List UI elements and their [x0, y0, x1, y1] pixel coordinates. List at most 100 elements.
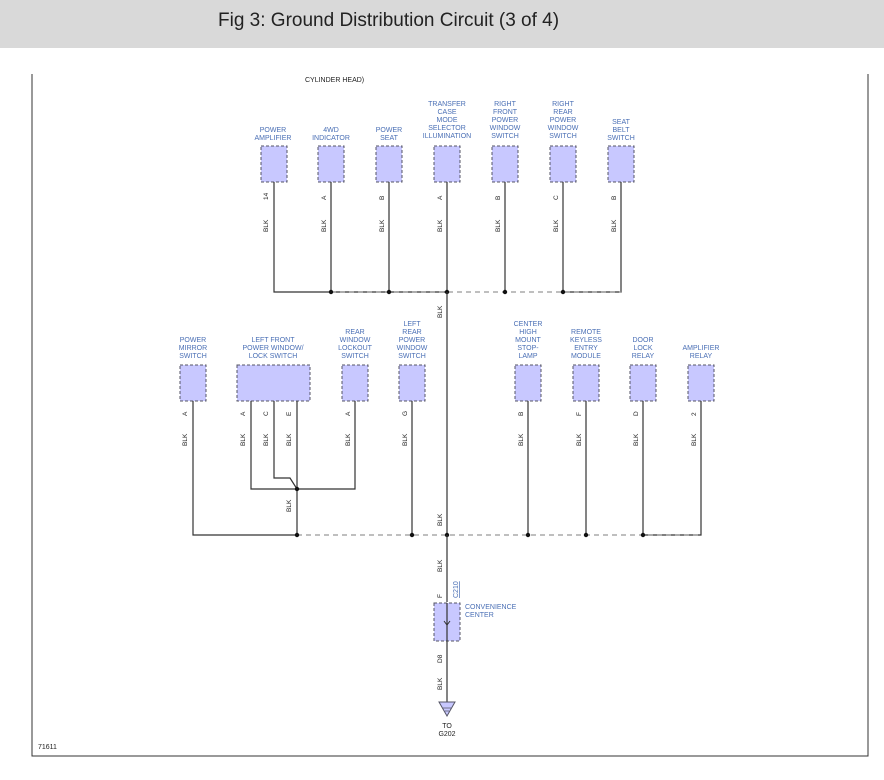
wire: [250, 401, 297, 490]
splice-dot: [294, 532, 300, 538]
wire: [192, 401, 297, 536]
wire-color-label: BLK: [633, 433, 640, 446]
pin-out-label: D8: [437, 654, 444, 663]
splice-dot: [560, 289, 566, 295]
wire: [643, 401, 702, 536]
wire-color-label: BLK: [437, 219, 444, 232]
pin-in-label: F: [437, 594, 444, 598]
splice-dot: [386, 289, 392, 295]
component-box[interactable]: [317, 145, 345, 183]
top-row-wiring: [273, 182, 622, 295]
component-box[interactable]: [687, 364, 715, 402]
trunk-below-wire-label: BLK: [437, 559, 444, 572]
wire-color-label: BLK: [611, 219, 618, 232]
pin-label: F: [576, 412, 583, 416]
pin-label: A: [437, 195, 444, 200]
wire-color-label: BLK: [379, 219, 386, 232]
wire: [297, 401, 356, 490]
pin-label: C: [263, 411, 270, 416]
wire-color-label: BLK: [240, 433, 247, 446]
component-box[interactable]: [236, 364, 311, 402]
component-box[interactable]: [375, 145, 403, 183]
component-box[interactable]: [629, 364, 657, 402]
ground-wire-label: BLK: [437, 677, 444, 690]
pin-label: A: [321, 195, 328, 200]
wire: [273, 401, 298, 490]
splice-dot: [640, 532, 646, 538]
pin-label: D: [633, 411, 640, 416]
pin-label: G: [402, 411, 409, 416]
wire-color-label: BLK: [286, 433, 293, 446]
wire-color-label: BLK: [402, 433, 409, 446]
wire-color-label: BLK: [576, 433, 583, 446]
component-box[interactable]: [491, 145, 519, 183]
trunk-upper-wire-label: BLK: [437, 305, 444, 318]
splice-dot: [583, 532, 589, 538]
wire-color-label: BLK: [553, 219, 560, 232]
trunk-lower-wire-label: BLK: [437, 513, 444, 526]
component-box[interactable]: [549, 145, 577, 183]
splice-dot: [328, 289, 334, 295]
splice-dot: [525, 532, 531, 538]
component-box[interactable]: [607, 145, 635, 183]
pin-label: B: [379, 196, 386, 200]
pin-label: A: [345, 411, 352, 416]
wire-color-label: BLK: [495, 219, 502, 232]
top-note: CYLINDER HEAD): [305, 77, 364, 84]
component-box[interactable]: [179, 364, 207, 402]
component-box[interactable]: [433, 145, 461, 183]
ground-symbol-icon: [438, 701, 456, 718]
connector-label[interactable]: C210: [453, 581, 460, 598]
wire-color-label: BLK: [518, 433, 525, 446]
wire: [273, 182, 447, 293]
component-box[interactable]: [572, 364, 600, 402]
figure-header: Fig 3: Ground Distribution Circuit (3 of…: [0, 0, 884, 48]
pin-label: B: [495, 196, 502, 200]
wire-color-label: BLK: [263, 219, 270, 232]
pin-label: 14: [263, 192, 270, 200]
lfpw-splice-wire-label: BLK: [286, 499, 293, 512]
ground-symbol-lines: [443, 707, 451, 712]
pin-label: 2: [691, 412, 698, 416]
component-box[interactable]: [260, 145, 288, 183]
wire-color-label: BLK: [182, 433, 189, 446]
wire-color-label: BLK: [321, 219, 328, 232]
wire-color-label: BLK: [263, 433, 270, 446]
arrow-down-icon: [443, 620, 451, 626]
wire-color-label: BLK: [691, 433, 698, 446]
component-box[interactable]: [514, 364, 542, 402]
splice-dot: [294, 486, 300, 492]
component-box[interactable]: [398, 364, 426, 402]
pin-label: A: [182, 411, 189, 416]
pin-label: B: [518, 412, 525, 416]
component-box[interactable]: [341, 364, 369, 402]
